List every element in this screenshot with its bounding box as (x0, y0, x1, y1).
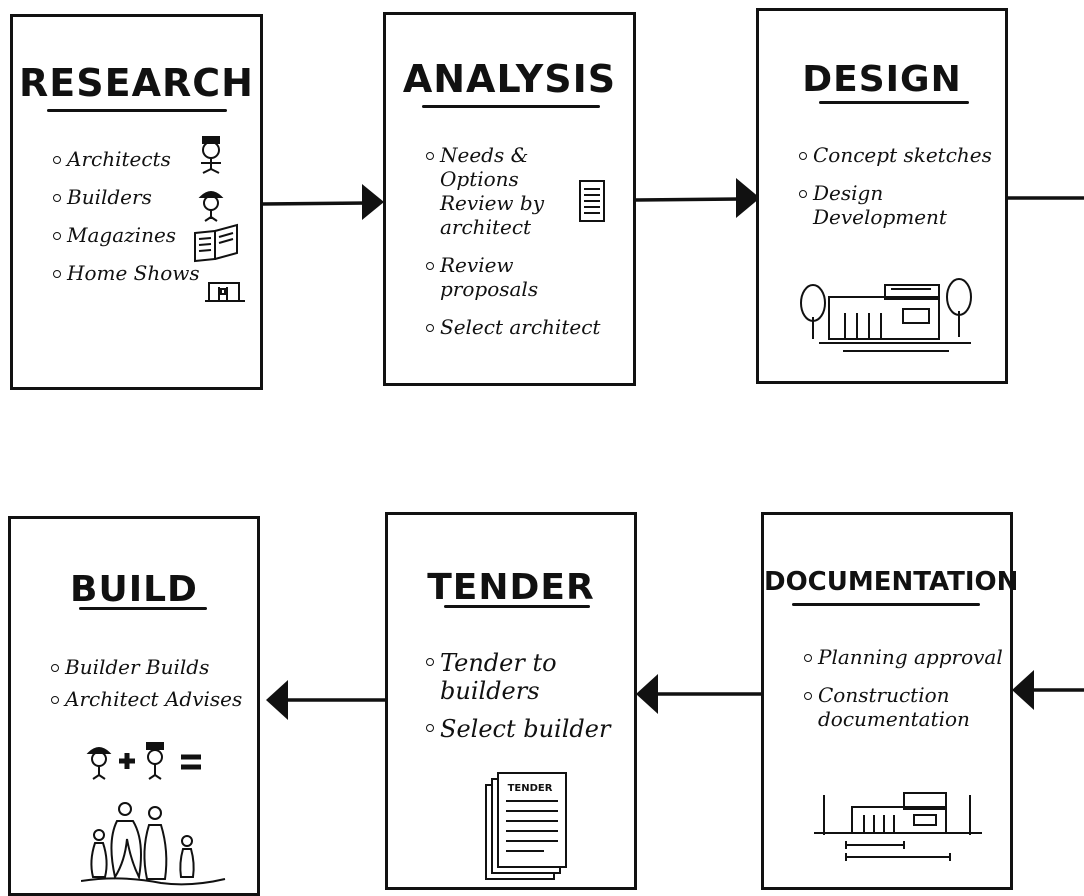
magazine-icon (194, 223, 238, 263)
arrowhead-tender-to-build (266, 680, 288, 720)
title-underline (422, 105, 600, 108)
stage-items-design: Concept sketches Design Development (797, 143, 1007, 239)
stage-title-tender: TENDER (427, 567, 595, 608)
list-item: Magazines (51, 223, 201, 247)
stage-card-tender: TENDER Tender to builders Select builder… (385, 512, 637, 890)
tender-document-icon: TENDER (485, 772, 567, 880)
list-item: Select architect (424, 315, 614, 339)
stage-title-build: BUILD (70, 569, 198, 610)
title-underline (792, 603, 980, 606)
arrow-research-to-analysis (260, 201, 370, 206)
title-underline (444, 605, 590, 608)
arrowhead-documentation-to-tender (636, 674, 658, 714)
stage-title-design: DESIGN (802, 59, 962, 100)
list-item: Tender to builders (424, 649, 570, 705)
stage-title-documentation: DOCUMENTATION (764, 567, 1019, 597)
list-item: Needs & Options Review by architect (424, 143, 580, 239)
stage-items-tender: Tender to builders Select builder (424, 649, 624, 753)
stage-title-analysis: ANALYSIS (402, 57, 617, 101)
stage-card-documentation: DOCUMENTATION Planning approval Construc… (761, 512, 1019, 890)
stage-card-analysis: ANALYSIS Needs & Options Review by archi… (383, 12, 636, 386)
builder-icon (198, 191, 224, 222)
title-underline (79, 607, 207, 610)
stage-card-build: BUILD Builder Builds Architect Advises (8, 516, 260, 896)
arrowhead-research-to-analysis (362, 184, 384, 220)
stage-card-design: DESIGN Concept sketches Design Developme… (756, 8, 1008, 384)
family-icon (81, 802, 226, 886)
list-item: Review proposals (424, 253, 614, 301)
title-underline (819, 101, 969, 104)
house-sketch-icon (800, 278, 972, 352)
arrow-analysis-to-design (634, 197, 742, 202)
stage-items-documentation: Planning approval Construction documenta… (802, 645, 1008, 741)
list-item: Builder Builds (49, 655, 259, 679)
stage-card-research: RESEARCH Architects Builders Magazines H… (10, 14, 263, 390)
document-icon (579, 180, 605, 222)
list-item: Architect Advises (49, 687, 259, 711)
stage-title-research: RESEARCH (19, 61, 254, 105)
title-underline (47, 109, 227, 112)
list-item: Select builder (424, 715, 624, 743)
list-item: Home Shows (51, 261, 201, 285)
list-item: Construction documentation (802, 683, 970, 731)
home-show-icon (205, 282, 245, 302)
list-item: Concept sketches (797, 143, 1007, 167)
arrowhead-into-documentation (1012, 670, 1034, 710)
stage-items-build: Builder Builds Architect Advises (49, 655, 259, 721)
tender-label: TENDER (508, 783, 553, 794)
stage-items-research: Architects Builders Magazines Home Shows (51, 147, 201, 295)
list-item: Planning approval (802, 645, 1008, 669)
stage-items-analysis: Needs & Options Review by architect Revi… (424, 143, 614, 349)
builder-plus-architect-icon (86, 742, 201, 780)
house-plan-icon (814, 792, 982, 861)
list-item: Design Development (797, 181, 1007, 229)
list-item: Builders (51, 185, 201, 209)
list-item: Architects (51, 147, 201, 171)
architect-icon (201, 136, 221, 174)
